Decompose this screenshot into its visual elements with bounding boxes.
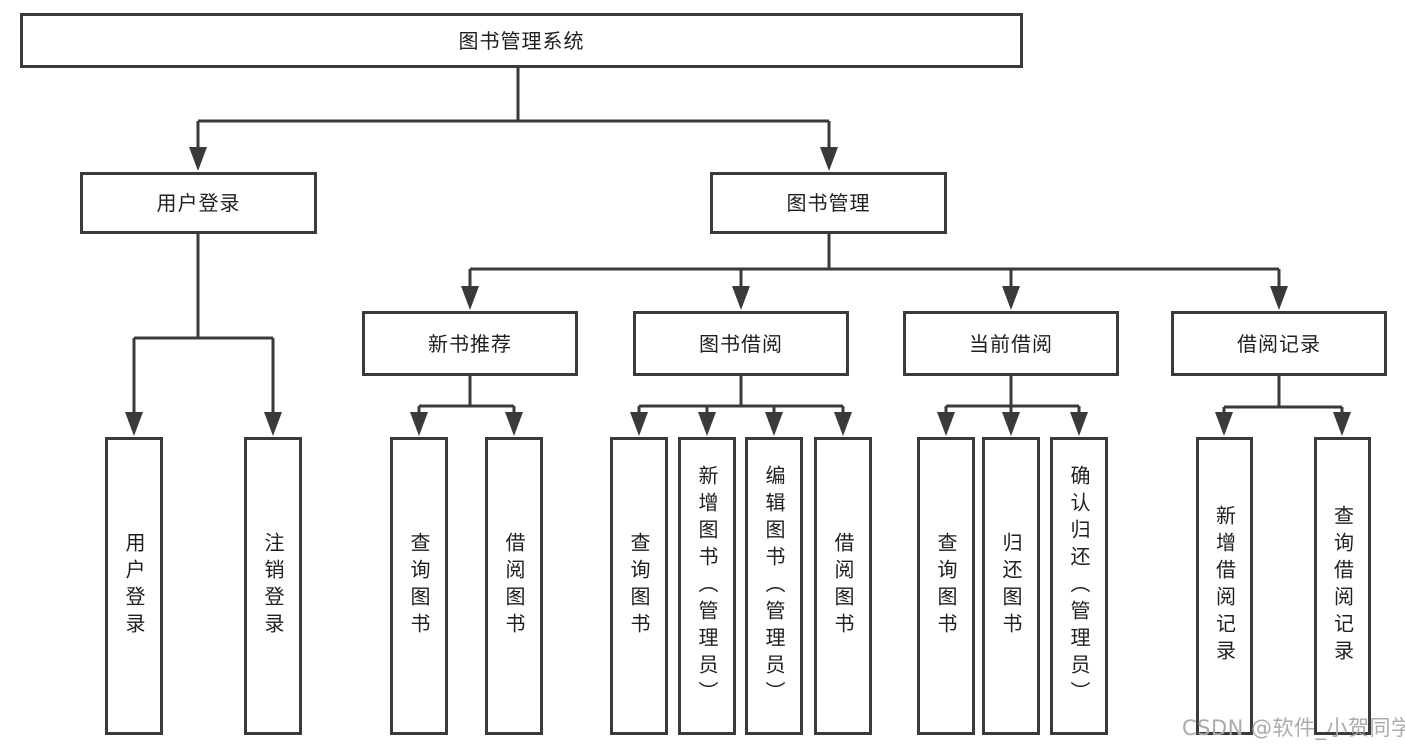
connector-path <box>132 68 1344 414</box>
leaf-newbook-query-books: 查询图书 <box>390 437 448 735</box>
leaf-borrowing-borrow-books: 借阅图书 <box>814 437 872 735</box>
leaf-current-query-books: 查询图书 <box>917 437 975 735</box>
leaf-current-confirm-return-admin: 确认归还（管理员） <box>1050 437 1108 735</box>
leaf-current-return-books: 归还图书 <box>982 437 1040 735</box>
node-user-login: 用户登录 <box>80 172 317 234</box>
leaf-logout: 注销登录 <box>244 437 302 735</box>
leaf-user-login: 用户登录 <box>105 437 163 735</box>
leaf-borrowing-edit-books-admin: 编辑图书（管理员） <box>745 437 803 735</box>
leaf-newbook-borrow-books: 借阅图书 <box>485 437 543 735</box>
node-book-management: 图书管理 <box>710 172 947 234</box>
watermark-text: CSDN @软件_小贺同学 <box>1182 716 1405 740</box>
leaf-borrowing-add-books-admin: 新增图书（管理员） <box>678 437 736 735</box>
leaf-records-query-record: 查询借阅记录 <box>1314 437 1371 735</box>
node-book-borrowing: 图书借阅 <box>633 311 849 376</box>
node-new-book-recommend: 新书推荐 <box>362 311 578 376</box>
node-current-borrowing: 当前借阅 <box>903 311 1119 376</box>
leaf-records-add-record: 新增借阅记录 <box>1196 437 1253 735</box>
arrowhead-icon <box>125 147 1351 436</box>
leaf-borrowing-query-books: 查询图书 <box>610 437 668 735</box>
node-library-system: 图书管理系统 <box>20 13 1023 68</box>
node-borrowing-records: 借阅记录 <box>1171 311 1387 376</box>
